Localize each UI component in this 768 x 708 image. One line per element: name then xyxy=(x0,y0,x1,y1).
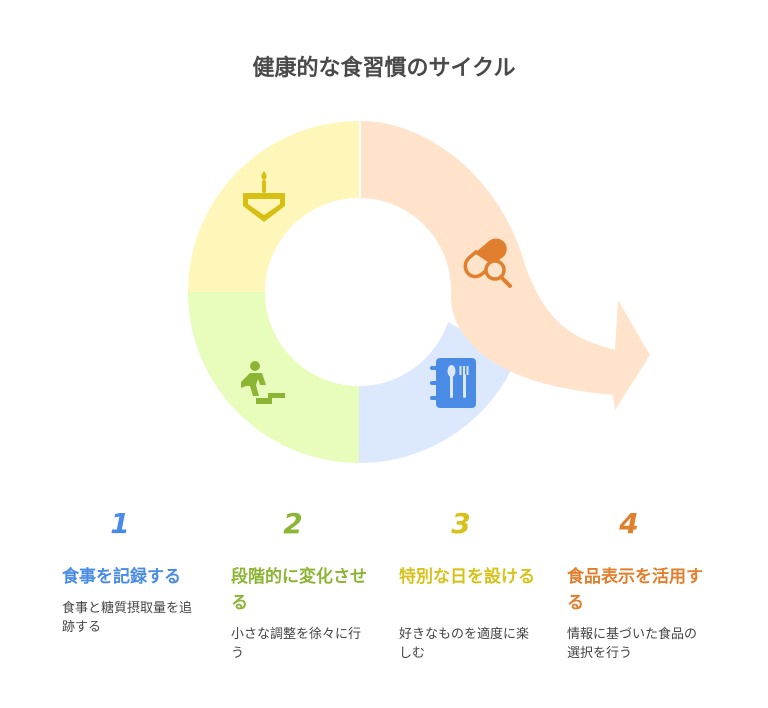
step-title: 食品表示を活用する xyxy=(567,567,703,613)
step-description: 食事と糖質摂取量を追跡する xyxy=(62,601,193,635)
segment-orange-arrow xyxy=(361,121,650,410)
step-up-person-icon xyxy=(241,361,285,404)
page-title: 健康的な食習慣のサイクル xyxy=(252,56,516,81)
step-number: 2 xyxy=(283,507,303,540)
step-number: 3 xyxy=(451,507,471,540)
step-title: 食事を記録する xyxy=(62,567,181,587)
step-title: 特別な日を設ける xyxy=(399,567,535,587)
pill-search-icon xyxy=(463,238,512,288)
step-description: 好きなものを適度に楽しむ xyxy=(399,627,530,661)
step-description: 情報に基づいた食品の選択を行う xyxy=(567,627,698,661)
step-description: 小さな調整を徐々に行う xyxy=(231,627,362,661)
step-number: 4 xyxy=(619,507,639,540)
menu-book-icon xyxy=(430,358,476,408)
step-title: 段階的に変化させる xyxy=(231,567,367,613)
step-number: 1 xyxy=(110,507,130,540)
cake-icon xyxy=(243,171,285,222)
segment-green xyxy=(188,292,359,463)
